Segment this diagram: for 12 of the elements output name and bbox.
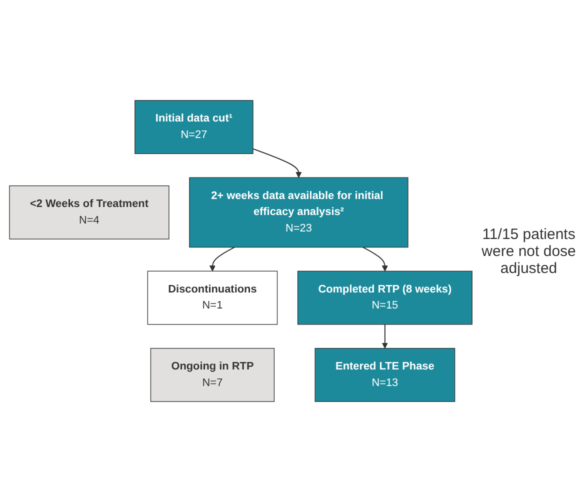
node-box: Completed RTP (8 weeks) N=15 [297, 270, 472, 325]
node-box: 2+ weeks data available for initial efficacy analysis² N=23 [189, 177, 408, 248]
arrow [362, 246, 388, 272]
arrow [252, 148, 302, 178]
arrow [382, 324, 388, 349]
node-box: <2 Weeks of Treatment N=4 [9, 185, 170, 240]
node-box: Discontinuations N=1 [147, 270, 278, 325]
node-box: Ongoing in RTP N=7 [150, 348, 275, 402]
node-box: Initial data cut¹ N=27 [134, 100, 254, 154]
side-note: 11/15 patients were not dose adjusted [480, 226, 577, 276]
arrow [209, 246, 235, 272]
node-box: Entered LTE Phase N=13 [314, 348, 456, 402]
